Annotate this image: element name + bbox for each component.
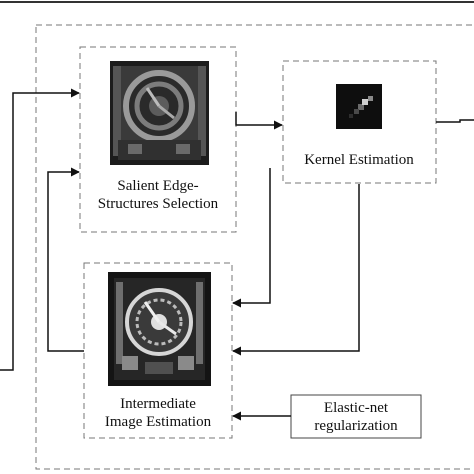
arrow-salient-to-kernel	[235, 112, 283, 130]
salient-edge-node: Salient Edge- Structures Selection	[79, 46, 237, 233]
intermediate-image-node: Intermediate Image Estimation	[83, 262, 233, 439]
arrow-intermediate-to-salient	[47, 167, 84, 352]
kernel-estimation-label: Kernel Estimation	[304, 152, 414, 168]
arrow-salient-to-intermediate	[232, 168, 271, 308]
input-arrow-to-salient	[0, 88, 80, 371]
elastic-net-label-line1: Elastic-net	[324, 400, 389, 416]
intermediate-image-label-line1: Intermediate	[120, 396, 196, 412]
kernel-thumbnail	[336, 84, 382, 129]
kernel-output-line	[436, 119, 474, 123]
salient-edge-label-line1: Salient Edge-	[117, 178, 198, 194]
arrow-kernel-to-intermediate	[232, 184, 360, 356]
kernel-estimation-node: Kernel Estimation	[282, 60, 437, 184]
intermediate-image-box	[83, 262, 233, 439]
elastic-net-node: Elastic-net regularization	[290, 394, 422, 439]
intermediate-image-thumbnail	[108, 272, 211, 386]
salient-edge-label-line2: Structures Selection	[98, 196, 219, 212]
elastic-net-label-line2: regularization	[314, 418, 398, 434]
outer-dashed-frame	[35, 24, 474, 470]
intermediate-image-label-line2: Image Estimation	[105, 414, 212, 430]
salient-edge-thumbnail	[110, 61, 209, 165]
